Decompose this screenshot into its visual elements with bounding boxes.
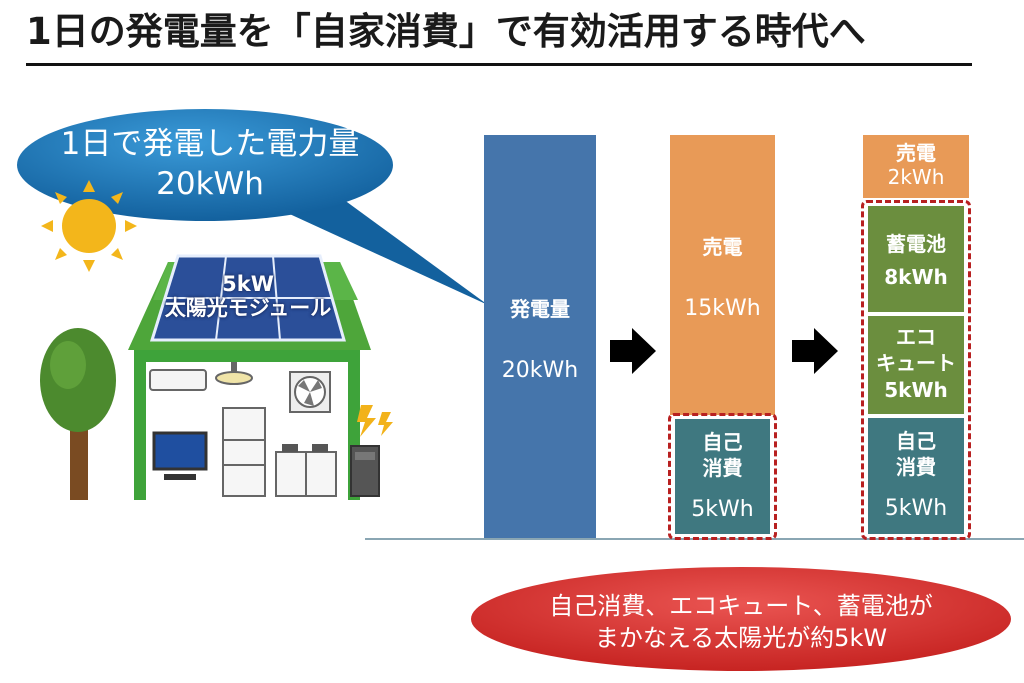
self-current-value: 5kWh — [691, 497, 754, 522]
bar-generation: 発電量 20kWh — [484, 135, 596, 538]
page-title: 1日の発電量を「自家消費」で有効活用する時代へ — [26, 10, 866, 53]
sell-current-value: 15kWh — [684, 296, 761, 321]
note-line1: 自己消費、エコキュート、蓄電池が — [549, 592, 933, 620]
panel-label: 5kW 太陽光モジュール — [160, 272, 336, 320]
panel-capacity: 5kW — [222, 272, 274, 296]
arrow-right-icon — [792, 328, 838, 374]
self-current-label-line1: 自己 — [702, 430, 743, 454]
sun-icon — [41, 180, 137, 272]
self-future-label-line1: 自己 — [896, 429, 936, 453]
bar-sell-current: 売電 15kWh — [670, 135, 775, 415]
self-consumption-highlight — [668, 413, 777, 540]
speech-bubble — [17, 109, 488, 305]
house-illustration — [40, 254, 393, 500]
self-future-label-line2: 消費 — [896, 455, 936, 479]
bubble-value: 20kWh — [156, 166, 264, 202]
arrow-right-icon — [610, 328, 656, 374]
title-underline — [26, 63, 972, 66]
self-future-value: 5kWh — [884, 496, 948, 521]
battery-value: 8kWh — [884, 265, 948, 289]
self-current-label: 自己 消費 — [675, 429, 770, 481]
bar-self-consumption-current: 自己 消費 5kWh — [675, 419, 770, 534]
ecocute-label-line2: キュート — [876, 351, 956, 375]
generation-label: 発電量 — [510, 297, 570, 321]
note-pill — [471, 567, 1011, 671]
generation-value: 20kWh — [501, 358, 579, 383]
bar-battery: 蓄電池 8kWh — [868, 206, 964, 312]
ecocute-value: 5kWh — [884, 378, 948, 402]
sell-future-label: 売電 — [896, 141, 936, 165]
bar-ecocute: エコ キュート 5kWh — [868, 316, 964, 414]
self-use-highlight — [861, 200, 971, 540]
ecocute-label: エコ キュート — [868, 324, 964, 376]
sell-future-value: 2kWh — [887, 165, 945, 189]
battery-label: 蓄電池 — [886, 232, 946, 256]
bubble-title: 1日で発電した電力量 — [60, 126, 360, 162]
panel-name: 太陽光モジュール — [164, 296, 332, 320]
sell-current-label: 売電 — [702, 235, 743, 259]
bar-self-consumption-future: 自己 消費 5kWh — [868, 418, 964, 534]
bar-sell-future: 売電 2kWh — [863, 135, 969, 198]
self-current-label-line2: 消費 — [702, 456, 743, 480]
self-future-label: 自己 消費 — [868, 428, 964, 480]
note-line2: まかなえる太陽光が約5kW — [594, 624, 888, 652]
ecocute-label-line1: エコ — [896, 325, 936, 349]
